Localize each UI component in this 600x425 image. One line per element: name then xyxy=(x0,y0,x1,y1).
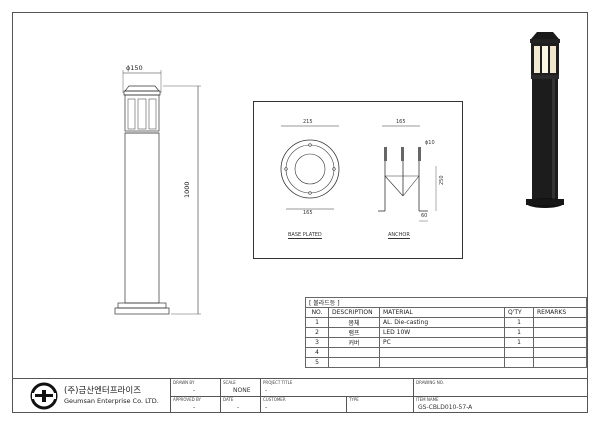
bom-cell-description xyxy=(328,347,380,358)
table-row: 4 xyxy=(305,347,587,358)
bom-cell-description xyxy=(328,357,380,368)
bom-cell-remarks xyxy=(533,347,587,358)
drawing-sheet: ϕ150 1000 215 165 BASE PLATED 165 ϕ10 25… xyxy=(12,12,588,413)
bom-cell-qty xyxy=(504,347,534,358)
detail-frame xyxy=(253,101,463,259)
drawing-no-cell: DRAWING NO. xyxy=(413,379,587,396)
bom-title-row: [ 볼라드등 ] xyxy=(305,297,587,308)
bollard-elevation-drawing xyxy=(114,70,201,315)
customer-cell: CUSTOMER - xyxy=(260,396,346,413)
company-logo-icon xyxy=(30,382,58,410)
scale-cell: SCALE NONE xyxy=(220,379,260,396)
bom-cell-no: 2 xyxy=(305,327,329,338)
bom-cell-qty xyxy=(504,357,534,368)
project-title-cell: PROJECT TITLE - xyxy=(260,379,413,396)
drawn-by-cell: DRAWN BY - xyxy=(170,379,220,396)
bom-header-material: MATERIAL xyxy=(379,307,505,318)
company-name-ko: (주)금산엔터프라이즈 xyxy=(64,386,142,396)
bom-cell-qty: 1 xyxy=(504,337,534,348)
bom-cell-no: 1 xyxy=(305,317,329,328)
bom-cell-material: PC xyxy=(379,337,505,348)
bom-cell-remarks xyxy=(533,317,587,328)
title-block: (주)금산엔터프라이즈 Geumsan Enterprise Co. LTD. … xyxy=(13,378,587,413)
bom-header-row: NO. DESCRIPTION MATERIAL Q'TY REMARKS xyxy=(305,307,587,318)
product-photo xyxy=(526,32,564,208)
bom-cell-remarks xyxy=(533,327,587,338)
approved-by-label: APPROVED BY xyxy=(173,397,202,402)
bom-header-no: NO. xyxy=(305,307,329,318)
base-inner-label: 165 xyxy=(303,210,313,216)
base-width-label: 215 xyxy=(303,119,313,125)
table-row: 2 램프 LED 10W 1 xyxy=(305,327,587,338)
bom-cell-material xyxy=(379,347,505,358)
anchor-caption: ANCHOR xyxy=(388,232,410,239)
bom-header-description: DESCRIPTION xyxy=(328,307,380,318)
customer-value: - xyxy=(265,404,268,411)
bom-cell-material xyxy=(379,357,505,368)
table-row: 5 xyxy=(305,357,587,368)
item-name-cell: ITEM NAME GS-CBLD010-57-A xyxy=(413,396,587,413)
date-value: - xyxy=(237,404,240,411)
item-name-label: ITEM NAME xyxy=(416,397,439,402)
bom-cell-material: LED 10W xyxy=(379,327,505,338)
base-plate-drawing xyxy=(280,125,340,210)
bom-cell-description: 램프 xyxy=(328,327,380,338)
bom-cell-remarks xyxy=(533,337,587,348)
approved-by-value: - xyxy=(193,404,196,411)
pole-diameter-label: ϕ150 xyxy=(126,64,143,72)
anchor-hole-label: ϕ10 xyxy=(425,140,435,146)
bom-header-qty: Q'TY xyxy=(504,307,534,318)
date-label: DATE xyxy=(223,397,234,402)
project-title-label: PROJECT TITLE xyxy=(263,380,293,385)
pole-height-label: 1000 xyxy=(183,181,191,198)
company-name-en: Geumsan Enterprise Co. LTD. xyxy=(64,397,159,405)
bom-cell-qty: 1 xyxy=(504,327,534,338)
item-name-value: GS-CBLD010-57-A xyxy=(418,404,473,411)
anchor-foot-label: 60 xyxy=(421,213,428,219)
anchor-width-label: 165 xyxy=(396,119,406,125)
anchor-drawing xyxy=(378,125,437,222)
type-cell: TYPE xyxy=(346,396,413,413)
bom-cell-no: 5 xyxy=(305,357,329,368)
project-title-value: - xyxy=(265,387,268,394)
drawn-by-label: DRAWN BY xyxy=(173,380,195,385)
title-block-divider xyxy=(170,396,587,397)
table-row: 1 몸체 AL. Die-casting 1 xyxy=(305,317,587,328)
bom-cell-no: 4 xyxy=(305,347,329,358)
bom-cell-description: 몸체 xyxy=(328,317,380,328)
customer-label: CUSTOMER xyxy=(263,397,286,402)
anchor-height-label: 250 xyxy=(439,175,445,185)
type-label: TYPE xyxy=(349,397,359,402)
bom-cell-material: AL. Die-casting xyxy=(379,317,505,328)
drawing-no-label: DRAWING NO. xyxy=(416,380,444,385)
drawn-by-value: - xyxy=(193,387,196,394)
bom-cell-no: 3 xyxy=(305,337,329,348)
bom-table: [ 볼라드등 ] NO. DESCRIPTION MATERIAL Q'TY R… xyxy=(305,297,587,368)
bom-cell-description: 커버 xyxy=(328,337,380,348)
table-row: 3 커버 PC 1 xyxy=(305,337,587,348)
base-plated-caption: BASE PLATED xyxy=(288,232,322,239)
bom-title: [ 볼라드등 ] xyxy=(305,297,587,308)
approved-by-cell: APPROVED BY - xyxy=(170,396,220,413)
bom-header-remarks: REMARKS xyxy=(533,307,587,318)
scale-value: NONE xyxy=(233,387,251,394)
date-cell: DATE - xyxy=(220,396,260,413)
bom-cell-qty: 1 xyxy=(504,317,534,328)
bom-cell-remarks xyxy=(533,357,587,368)
scale-label: SCALE xyxy=(223,380,236,385)
